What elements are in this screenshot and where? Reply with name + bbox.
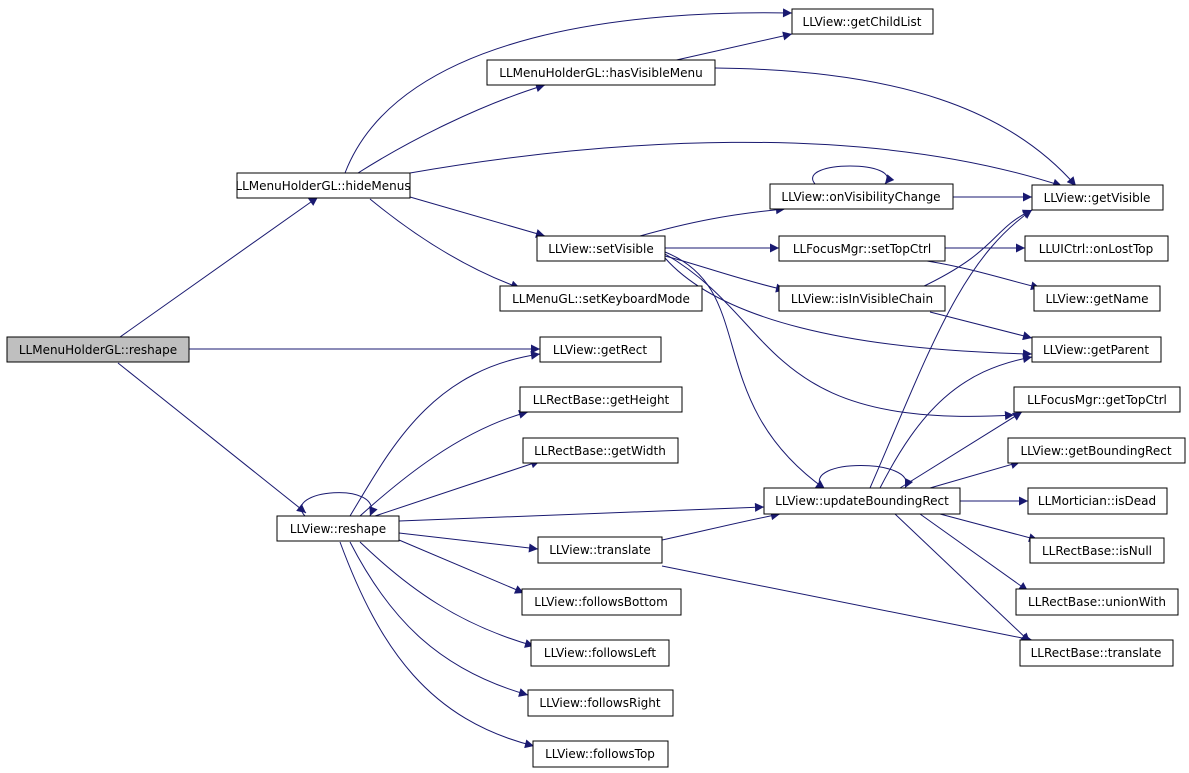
node-label: LLView::followsLeft bbox=[544, 646, 656, 660]
node-label: LLFocusMgr::getTopCtrl bbox=[1027, 393, 1167, 407]
node-llrectbase-translate[interactable]: LLRectBase::translate bbox=[1019, 639, 1174, 667]
edge-updateboundingrect-to-recttranslate bbox=[894, 513, 1031, 643]
node-llview-getvisible[interactable]: LLView::getVisible bbox=[1031, 184, 1164, 211]
node-label: LLView::reshape bbox=[290, 522, 386, 536]
node-label: LLView::getParent bbox=[1043, 343, 1149, 357]
node-llfocusmgr-settopctrl[interactable]: LLFocusMgr::setTopCtrl bbox=[778, 235, 946, 262]
node-label: LLFocusMgr::setTopCtrl bbox=[793, 242, 931, 256]
node-label: LLView::updateBoundingRect bbox=[775, 494, 949, 508]
edge-viewtranslate-to-updateboundingrect bbox=[661, 511, 781, 541]
edge-hidemenus-to-setkeyboardmode bbox=[369, 198, 521, 290]
node-label: LLView::getVisible bbox=[1044, 191, 1151, 205]
edge-setvisible-to-updateboundingrect bbox=[664, 251, 826, 490]
node-label: LLRectBase::getWidth bbox=[534, 444, 666, 458]
node-llmenuholdergl-reshape[interactable]: LLMenuHolderGL::reshape bbox=[6, 336, 190, 363]
edge-updateboundingrect-to-getboundingrect bbox=[929, 460, 1021, 489]
node-label: LLView::translate bbox=[549, 543, 651, 557]
edge-viewreshape-to-followsleft bbox=[359, 541, 535, 648]
edge-setvisible-to-onvisibilitychange bbox=[639, 205, 786, 237]
node-llrectbase-unionwith[interactable]: LLRectBase::unionWith bbox=[1015, 588, 1179, 616]
node-llmortician-isdead[interactable]: LLMortician::isDead bbox=[1027, 487, 1168, 515]
node-label: LLMenuHolderGL::hasVisibleMenu bbox=[499, 66, 702, 80]
node-lluictrl-onlosttop[interactable]: LLUICtrl::onLostTop bbox=[1024, 235, 1169, 262]
edge-isinvisiblechain-to-getvisible bbox=[919, 209, 1033, 289]
edge-updateboundingrect-to-isnull bbox=[939, 513, 1039, 543]
edge-setvisible-to-isinvisiblechain bbox=[664, 255, 786, 293]
edge-onvisibilitychange-self bbox=[812, 165, 895, 185]
node-llview-getname[interactable]: LLView::getName bbox=[1033, 285, 1161, 312]
node-llmenugl-setkeyboardmode[interactable]: LLMenuGL::setKeyboardMode bbox=[499, 285, 703, 312]
node-llview-followsleft[interactable]: LLView::followsLeft bbox=[530, 639, 670, 667]
node-label: LLRectBase::translate bbox=[1031, 646, 1162, 660]
edge-setvisible-to-getparent bbox=[664, 257, 1033, 359]
edge-hidemenus-to-getvisible bbox=[409, 141, 1063, 188]
edge-viewreshape-to-updateboundingrect bbox=[398, 502, 765, 522]
edge-viewreshape-to-followstop bbox=[339, 541, 535, 749]
node-llview-followsright[interactable]: LLView::followsRight bbox=[527, 689, 674, 717]
node-llmenuholdergl-hidemenus[interactable]: LLMenuHolderGL::hideMenus bbox=[235, 172, 411, 199]
edge-updateboundingrect-to-getvisible bbox=[869, 209, 1033, 489]
node-llview-isinvisiblechain[interactable]: LLView::isInVisibleChain bbox=[778, 285, 946, 312]
node-llfocusmgr-gettopctrl[interactable]: LLFocusMgr::getTopCtrl bbox=[1013, 386, 1181, 413]
edge-updateboundingrect-to-getparent bbox=[879, 354, 1033, 489]
edge-viewreshape-to-getwidth bbox=[374, 459, 541, 517]
edge-viewreshape-to-followsbottom bbox=[398, 539, 525, 594]
node-label: LLRectBase::isNull bbox=[1042, 544, 1152, 558]
edge-hidemenus-to-hasvisiblemenu bbox=[357, 83, 546, 174]
node-label: LLView::setVisible bbox=[548, 242, 654, 256]
node-label: LLView::getRect bbox=[553, 343, 647, 357]
node-llmenuholdergl-hasvisiblemenu[interactable]: LLMenuHolderGL::hasVisibleMenu bbox=[486, 59, 716, 86]
edge-hasvisiblemenu-to-getchildlist bbox=[671, 31, 793, 62]
edge-viewreshape-to-getheight bbox=[359, 409, 529, 517]
nodes-layer: LLMenuHolderGL::reshape LLMenuHolderGL::… bbox=[6, 8, 1186, 768]
node-llrectbase-getwidth[interactable]: LLRectBase::getWidth bbox=[522, 437, 679, 464]
edge-updateboundingrect-to-unionwith bbox=[919, 513, 1029, 592]
node-llview-getrect[interactable]: LLView::getRect bbox=[539, 336, 662, 363]
edge-reshape-to-hidemenus bbox=[119, 196, 319, 338]
node-llview-setvisible[interactable]: LLView::setVisible bbox=[536, 235, 666, 262]
node-label: LLView::getChildList bbox=[803, 15, 922, 29]
node-llview-getchildlist[interactable]: LLView::getChildList bbox=[791, 8, 934, 35]
edges-layer bbox=[117, 8, 1077, 749]
node-llrectbase-isnull[interactable]: LLRectBase::isNull bbox=[1029, 537, 1165, 564]
edge-viewtranslate-to-recttranslate bbox=[661, 565, 1033, 643]
edge-reshape-to-viewreshape bbox=[117, 362, 307, 514]
node-label: LLUICtrl::onLostTop bbox=[1039, 242, 1154, 256]
edge-viewreshape-to-followsright bbox=[349, 541, 529, 697]
node-llview-getparent[interactable]: LLView::getParent bbox=[1031, 336, 1162, 363]
edge-isinvisiblechain-to-getparent bbox=[929, 311, 1033, 341]
node-label: LLView::getBoundingRect bbox=[1020, 444, 1171, 458]
edge-settopctrl-to-getname bbox=[926, 260, 1041, 291]
edge-viewreshape-to-getrect bbox=[349, 350, 541, 517]
node-llview-followstop[interactable]: LLView::followsTop bbox=[532, 740, 669, 768]
node-label: LLRectBase::getHeight bbox=[533, 393, 670, 407]
node-llview-reshape[interactable]: LLView::reshape bbox=[276, 515, 400, 542]
edge-viewreshape-to-viewtranslate bbox=[398, 532, 539, 553]
node-label: LLRectBase::unionWith bbox=[1028, 595, 1166, 609]
edge-setvisible-to-gettopctrl bbox=[664, 253, 1015, 421]
node-llview-translate[interactable]: LLView::translate bbox=[537, 536, 663, 564]
node-label: LLView::getName bbox=[1045, 292, 1148, 306]
node-label: LLMenuHolderGL::hideMenus bbox=[235, 179, 410, 193]
node-label: LLMenuHolderGL::reshape bbox=[19, 343, 177, 357]
node-llview-getboundingrect[interactable]: LLView::getBoundingRect bbox=[1007, 437, 1186, 464]
node-llview-updateboundingrect[interactable]: LLView::updateBoundingRect bbox=[763, 487, 961, 515]
node-label: LLMenuGL::setKeyboardMode bbox=[512, 292, 690, 306]
node-label: LLView::followsTop bbox=[545, 747, 655, 761]
edge-viewreshape-self bbox=[301, 492, 378, 517]
node-label: LLView::isInVisibleChain bbox=[791, 292, 933, 306]
node-label: LLView::onVisibilityChange bbox=[781, 190, 940, 204]
edge-updateboundingrect-self bbox=[818, 465, 914, 489]
edge-hidemenus-to-getchildlist bbox=[344, 8, 793, 174]
node-label: LLView::followsBottom bbox=[534, 595, 668, 609]
edge-updateboundingrect-to-gettopctrl bbox=[899, 411, 1023, 489]
node-label: LLMortician::isDead bbox=[1038, 494, 1156, 508]
node-llview-onvisibilitychange[interactable]: LLView::onVisibilityChange bbox=[769, 183, 954, 210]
node-label: LLView::followsRight bbox=[539, 696, 660, 710]
node-llview-followsbottom[interactable]: LLView::followsBottom bbox=[521, 588, 682, 616]
edge-hasvisiblemenu-to-getvisible bbox=[714, 67, 1077, 187]
node-llrectbase-getheight[interactable]: LLRectBase::getHeight bbox=[519, 386, 683, 413]
edge-hidemenus-to-setvisible bbox=[409, 196, 546, 238]
